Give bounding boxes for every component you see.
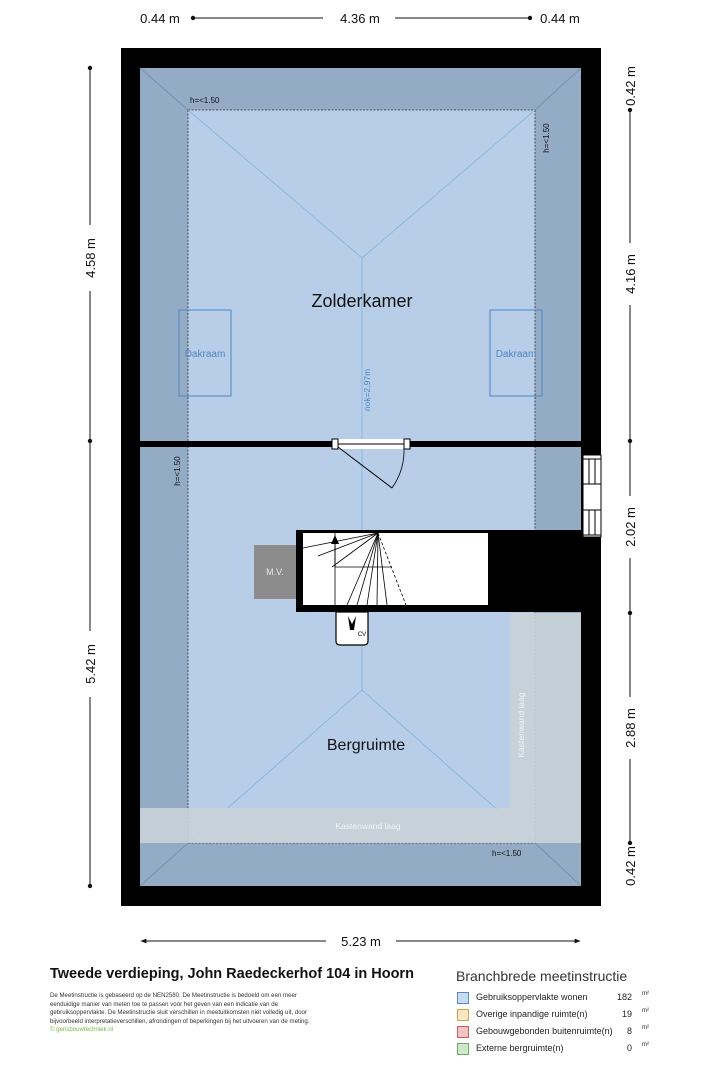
legend-item-overige: Overige inpandige ruimte(n) 19 m² bbox=[456, 1008, 656, 1025]
legend-swatch-overige bbox=[457, 1009, 469, 1021]
legend: Gebruiksoppervlakte wonen 182 m² Overige… bbox=[456, 991, 656, 1059]
room-bergruimte: Bergruimte bbox=[327, 737, 405, 754]
zolderkamer-full-height bbox=[188, 110, 535, 441]
legend-label: Gebruiksoppervlakte wonen bbox=[476, 992, 588, 1002]
legend-swatch-buitenruimte bbox=[457, 1026, 469, 1038]
h-label-bottom: h=<1.50 bbox=[492, 849, 522, 858]
legend-unit: m² bbox=[642, 1042, 649, 1048]
description-text: De Meetinstructie is gebaseerd op de NEN… bbox=[50, 992, 310, 1025]
legend-value: 182 bbox=[616, 992, 632, 1002]
legend-label: Externe bergruimte(n) bbox=[476, 1043, 564, 1053]
nok-label: nok=2.97m bbox=[362, 369, 372, 411]
kastenwand-horizontal bbox=[140, 808, 581, 843]
dim-top-left: 0.44 m bbox=[140, 11, 180, 26]
dim-bottom: 5.23 m bbox=[341, 934, 381, 949]
stair-arrow-icon bbox=[331, 535, 339, 544]
floor-plan: M.V. CV Dakraam Dakraam nok=2.97m h=<1.5… bbox=[83, 11, 638, 949]
dakraam-right bbox=[489, 309, 543, 397]
plan-title: Tweede verdieping, John Raedeckerhof 104… bbox=[50, 966, 414, 982]
dakraam-left bbox=[178, 309, 232, 397]
mv-box bbox=[254, 545, 296, 599]
dim-right-4: 2.88 m bbox=[623, 708, 638, 748]
dim-right-1: 0.42 m bbox=[623, 66, 638, 106]
legend-unit: m² bbox=[642, 1008, 649, 1014]
h-label-top: h=<1.50 bbox=[190, 96, 220, 105]
dim-right-2: 4.16 m bbox=[623, 254, 638, 294]
door-swing bbox=[391, 446, 405, 489]
legend-swatch-externe bbox=[457, 1043, 469, 1055]
flame-icon bbox=[348, 616, 356, 630]
mv-label: M.V. bbox=[266, 567, 284, 577]
legend-value: 8 bbox=[626, 1026, 632, 1036]
dim-top-right: 0.44 m bbox=[540, 11, 580, 26]
measurement-description: De Meetinstructie is gebaseerd op de NEN… bbox=[50, 992, 310, 1035]
h-label-right: h=<1.50 bbox=[542, 123, 551, 153]
window-markers bbox=[582, 458, 602, 536]
legend-item-externe: Externe bergruimte(n) 0 m² bbox=[456, 1042, 656, 1059]
dakraam-left-label: Dakraam bbox=[185, 349, 226, 360]
dim-top-center: 4.36 m bbox=[340, 11, 380, 26]
kastenwand-vertical-label: Kastenwand laag bbox=[516, 692, 526, 757]
kastenwand-vertical bbox=[510, 613, 581, 808]
credit-link[interactable]: © gerisbouwtechniek.nl bbox=[50, 1026, 114, 1034]
h-label-left: h=<1.50 bbox=[173, 456, 182, 486]
dim-left-lower: 5.42 m bbox=[83, 644, 98, 684]
door-leaf bbox=[337, 446, 393, 489]
room-zolderkamer: Zolderkamer bbox=[311, 291, 412, 311]
kastenwand-horizontal-label: Kastenwand laag bbox=[335, 821, 400, 831]
dakraam-right-label: Dakraam bbox=[496, 349, 537, 360]
stair-opening bbox=[303, 533, 488, 605]
dim-right-3: 2.02 m bbox=[623, 507, 638, 547]
legend-swatch-wonen bbox=[457, 992, 469, 1004]
legend-unit: m² bbox=[642, 1025, 649, 1031]
legend-value: 0 bbox=[626, 1043, 632, 1053]
dim-left-upper: 4.58 m bbox=[83, 238, 98, 278]
cv-label: CV bbox=[358, 632, 366, 638]
dim-right-5: 0.42 m bbox=[623, 846, 638, 886]
legend-item-buitenruimte: Gebouwgebonden buitenruimte(n) 8 m² bbox=[456, 1025, 656, 1042]
legend-value: 19 bbox=[621, 1009, 632, 1019]
legend-title: Branchbrede meetinstructie bbox=[456, 968, 628, 984]
legend-item-wonen: Gebruiksoppervlakte wonen 182 m² bbox=[456, 991, 656, 1008]
legend-label: Gebouwgebonden buitenruimte(n) bbox=[476, 1026, 613, 1036]
legend-label: Overige inpandige ruimte(n) bbox=[476, 1009, 588, 1019]
legend-unit: m² bbox=[642, 991, 649, 997]
